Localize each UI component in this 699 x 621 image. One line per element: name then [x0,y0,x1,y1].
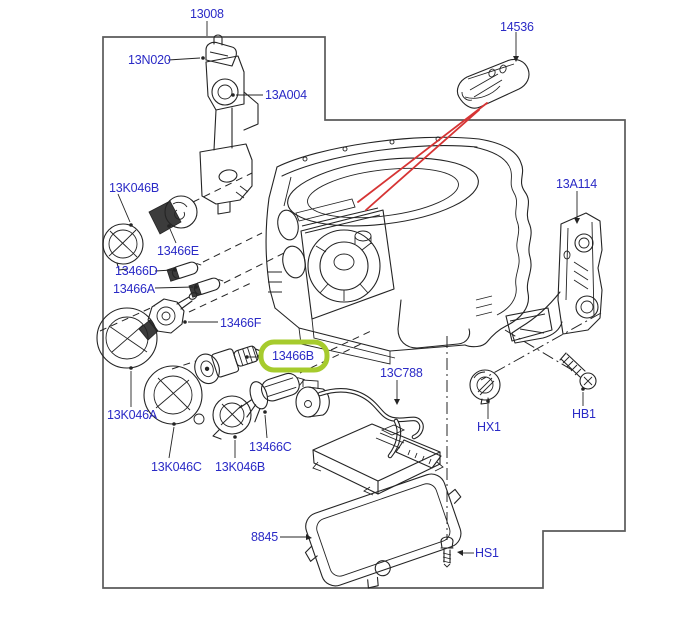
part-drawing-clamp-14536 [456,58,530,109]
part-label-13k046c[interactable]: 13K046C [151,460,202,474]
part-label-hb1[interactable]: HB1 [572,407,596,421]
part-label-13a114[interactable]: 13A114 [556,177,597,191]
highlight-ring [258,339,330,373]
part-drawing-cap-13k046c [143,365,205,425]
part-drawing-bulb-13466d [166,261,202,282]
part-label-13466c[interactable]: 13466C [249,440,292,454]
part-label-13466e[interactable]: 13466E [157,244,199,258]
part-drawing-module-13c788 [295,379,444,496]
part-drawing-knob-hx1 [469,369,501,405]
part-label-13466d[interactable]: 13466D [115,264,158,278]
pointer-arrow [357,102,488,211]
frame-border [102,36,626,589]
part-label-13466a[interactable]: 13466A [113,282,155,296]
part-drawing-cover-8845 [304,473,462,589]
part-label-13k046b-top[interactable]: 13K046B [109,181,160,195]
part-label-hx1[interactable]: HX1 [477,420,501,434]
part-drawing-bulb-13466e [148,195,198,235]
part-label-13k046a[interactable]: 13K046A [107,408,158,422]
part-label-hs1[interactable]: HS1 [475,546,499,560]
part-drawing-bulb-13466c [239,372,305,423]
part-label-13466f[interactable]: 13466F [220,316,262,330]
leader-lines [117,21,585,556]
assembly-dashed-lines [99,172,372,374]
part-drawing-cap-13k046b-top [102,223,144,271]
centerlines [446,312,602,540]
part-drawing-bracket-13a114 [511,212,603,344]
part-drawing-cap-13k046b-bottom [212,395,252,440]
part-label-13k046b-bottom[interactable]: 13K046B [215,460,266,474]
part-label-13466b-highlighted[interactable]: 13466B [272,349,314,363]
part-drawing-bulb-13466b [194,345,262,385]
part-label-13c788[interactable]: 13C788 [380,366,423,380]
part-label-13a004[interactable]: 13A004 [265,88,307,102]
part-label-14536[interactable]: 14536 [500,20,534,34]
part-label-13008[interactable]: 13008 [190,7,224,21]
part-drawing-headlamp-housing [265,136,553,365]
part-label-8845[interactable]: 8845 [251,530,279,544]
part-label-13n020[interactable]: 13N020 [128,53,171,67]
part-drawing-cap-13k046a [96,307,158,369]
part-drawing-screw-hs1 [440,536,454,568]
part-drawing-bracket-13a004 [199,34,259,215]
part-drawing-screw-hb1 [559,352,597,390]
